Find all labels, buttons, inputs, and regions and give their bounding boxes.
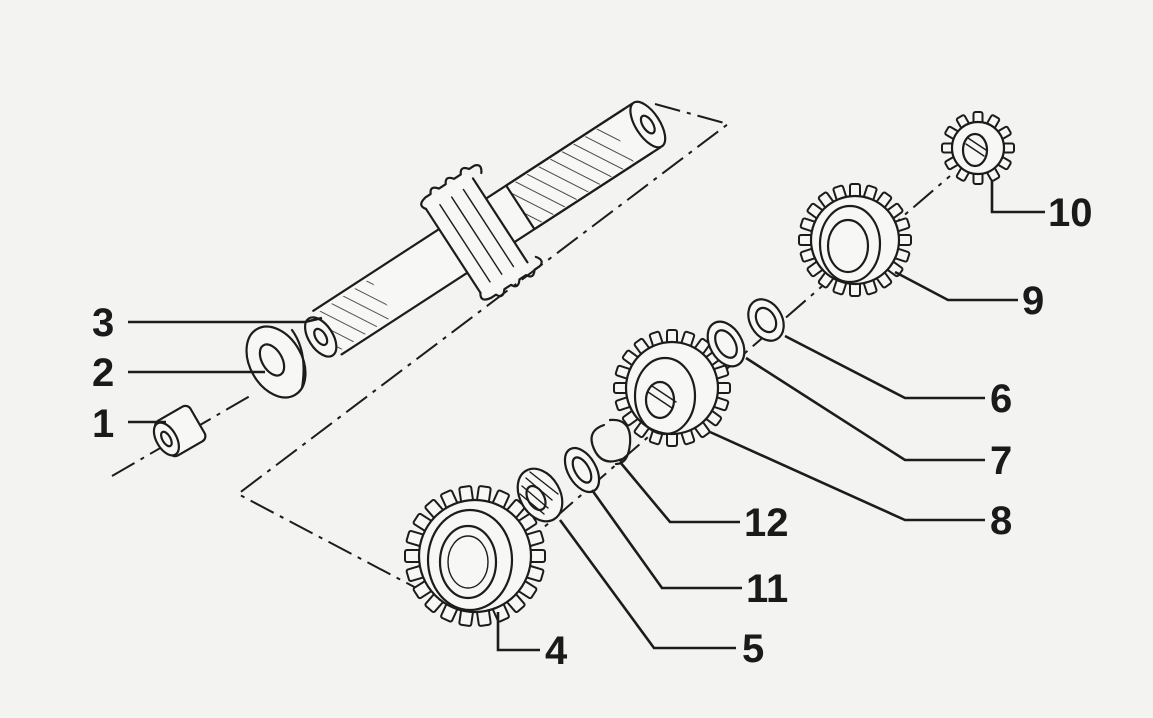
callout-4: 4 [545, 629, 568, 673]
callout-2: 2 [92, 351, 114, 395]
part-1-nut [152, 404, 207, 458]
callout-1: 1 [92, 402, 114, 446]
part-2-washer [245, 325, 307, 399]
gear-body [417, 498, 533, 614]
part-4-large-gear [404, 485, 546, 627]
part-10-small-gear [941, 111, 1015, 185]
callout-5: 5 [742, 627, 764, 671]
callout-12: 12 [744, 501, 789, 545]
callout-10: 10 [1048, 191, 1093, 235]
part-9-gear [798, 183, 912, 297]
callout-labels: 3 2 1 4 5 6 7 8 9 10 11 12 [92, 191, 1093, 673]
part-5-needle-bearing [516, 467, 564, 523]
leader-lines [128, 180, 1045, 652]
callout-8: 8 [990, 499, 1012, 543]
callout-9: 9 [1022, 279, 1044, 323]
callout-6: 6 [990, 377, 1012, 421]
callout-7: 7 [990, 439, 1012, 483]
part-12-circlip [590, 418, 632, 466]
callout-3: 3 [92, 301, 114, 345]
part-11-ring [563, 446, 601, 494]
part-8-double-gear [613, 329, 731, 447]
main-shaft [303, 100, 667, 358]
part-6-washer [747, 298, 785, 342]
gear-body [624, 340, 720, 436]
callout-11: 11 [746, 567, 788, 611]
part-7-ring [706, 320, 746, 368]
